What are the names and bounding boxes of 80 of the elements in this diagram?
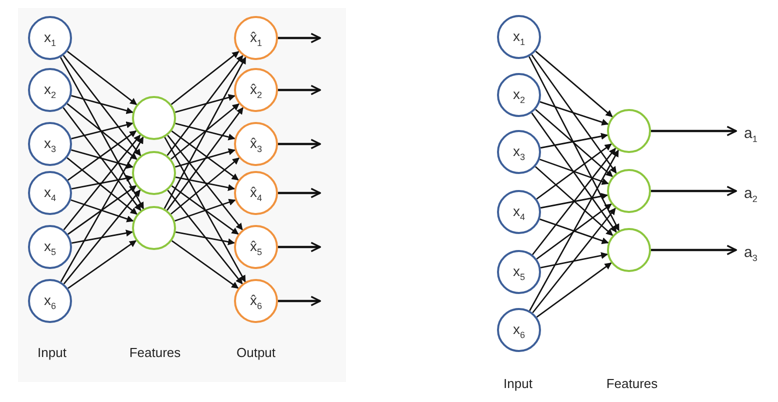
arrow xyxy=(531,54,617,174)
arrow xyxy=(174,148,236,168)
arrow xyxy=(176,231,236,246)
input-neuron: x$_{5}$ xyxy=(497,250,541,294)
arrow xyxy=(175,176,236,191)
arrow xyxy=(71,149,134,169)
arrow xyxy=(166,107,244,211)
arrow xyxy=(528,56,620,232)
arrow xyxy=(71,121,134,140)
arrow xyxy=(62,107,142,211)
arrow xyxy=(171,185,239,235)
arrow xyxy=(540,158,609,185)
arrow xyxy=(651,244,737,256)
arrow xyxy=(278,242,321,252)
feature-label: a$_{2}$ xyxy=(744,183,758,205)
arrow xyxy=(540,218,609,244)
arrow xyxy=(71,95,134,114)
arrow xyxy=(278,32,321,44)
hidden-neuron xyxy=(607,169,651,213)
arrow xyxy=(651,186,737,196)
arrow xyxy=(532,148,616,256)
arrow xyxy=(278,188,321,198)
arrow xyxy=(60,56,144,210)
arrow xyxy=(536,262,612,318)
arrow xyxy=(536,143,612,200)
arrow xyxy=(66,157,138,215)
feature-label: a$_{3}$ xyxy=(744,242,758,264)
arrow xyxy=(540,132,608,149)
hidden-neuron xyxy=(607,228,651,272)
arrow xyxy=(71,174,134,190)
arrow xyxy=(66,103,138,160)
arrow xyxy=(540,101,609,126)
arrow xyxy=(63,134,141,230)
input-neuron: x$_{4}$ xyxy=(497,190,541,234)
arrow xyxy=(651,126,737,136)
arrow xyxy=(70,199,134,222)
arrow xyxy=(170,103,240,160)
arrow xyxy=(536,203,612,260)
hidden-neuron xyxy=(607,109,651,153)
arrow xyxy=(60,136,144,282)
arrow xyxy=(171,240,239,289)
arrow xyxy=(175,122,236,140)
input-neuron: x$_{3}$ xyxy=(497,130,541,174)
arrow xyxy=(68,185,137,235)
arrow xyxy=(167,190,243,284)
arrow xyxy=(535,50,613,118)
arrow xyxy=(167,134,243,230)
arrow xyxy=(67,130,137,181)
arrow xyxy=(72,230,134,244)
arrow xyxy=(534,166,614,236)
arrow xyxy=(62,55,142,156)
arrow xyxy=(170,157,240,215)
arrow xyxy=(278,296,321,306)
arrow xyxy=(63,190,141,284)
layer-label: Features xyxy=(606,376,658,391)
layer-label: Input xyxy=(504,376,532,391)
arrow xyxy=(540,252,608,268)
arrow xyxy=(535,108,613,178)
arrow xyxy=(68,240,137,289)
feature-label: a$_{1}$ xyxy=(744,123,758,145)
arrow xyxy=(171,130,239,181)
arrow xyxy=(164,56,246,209)
arrow xyxy=(164,136,246,282)
arrow xyxy=(278,138,321,150)
layer-label: Output xyxy=(236,345,276,360)
arrow xyxy=(166,55,244,156)
input-neuron: x$_{2}$ xyxy=(497,73,541,117)
arrow xyxy=(531,112,617,233)
input-neuron: x$_{6}$ xyxy=(497,308,541,352)
arrow xyxy=(540,192,608,209)
arrow xyxy=(170,51,240,105)
arrow xyxy=(532,208,616,314)
layer-label: Input xyxy=(38,345,66,360)
arrow xyxy=(67,50,138,106)
layer-label: Features xyxy=(129,345,181,360)
arrow xyxy=(529,150,619,312)
arrow xyxy=(175,94,236,113)
arrow xyxy=(174,198,236,222)
arrow xyxy=(278,84,321,96)
input-neuron: x$_{1}$ xyxy=(497,15,541,59)
